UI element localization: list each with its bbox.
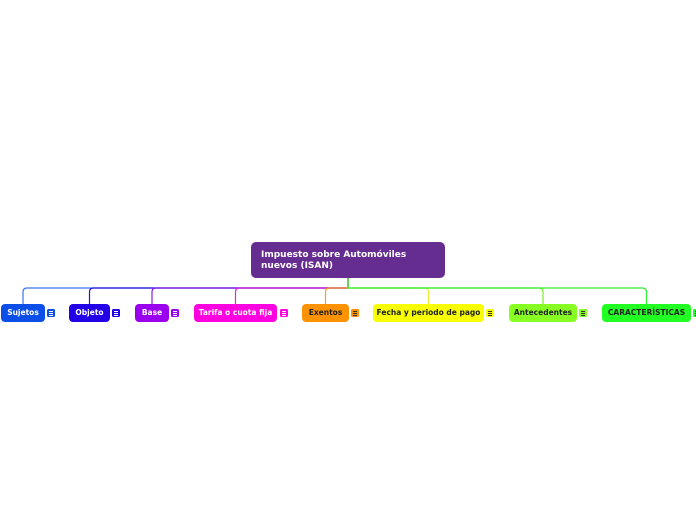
- topic-label: Exentos: [308, 308, 343, 317]
- connector-line: [22, 278, 349, 304]
- topic-tarifa-o-cuota-fija[interactable]: Tarifa o cuota fija: [194, 304, 277, 322]
- connector-line: [151, 278, 349, 304]
- note-icon[interactable]: [112, 309, 120, 317]
- connector-line: [234, 278, 349, 304]
- topic-objeto[interactable]: Objeto: [69, 304, 110, 322]
- connector-line: [324, 278, 349, 304]
- topic-label: CARACTERÍSTICAS: [607, 308, 686, 317]
- central-topic[interactable]: Impuesto sobre Automóviles nuevos (ISAN): [251, 242, 445, 278]
- topic-label: Base: [141, 308, 163, 317]
- connector-line: [88, 278, 349, 304]
- note-icon[interactable]: [280, 309, 288, 317]
- note-icon[interactable]: [486, 309, 494, 317]
- topic-label: Fecha y periodo de pago: [376, 308, 481, 317]
- topic-label: Objeto: [75, 308, 104, 317]
- note-icon[interactable]: [579, 309, 587, 317]
- topic-antecedentes[interactable]: Antecedentes: [509, 304, 577, 322]
- topic-caracteristicas[interactable]: CARACTERÍSTICAS: [602, 304, 691, 322]
- topic-label: Sujetos: [7, 308, 39, 317]
- topic-label: Tarifa o cuota fija: [198, 308, 273, 317]
- topic-exentos[interactable]: Exentos: [302, 304, 349, 322]
- connector-line: [347, 278, 648, 304]
- topic-label: Antecedentes: [513, 308, 573, 317]
- topic-sujetos[interactable]: Sujetos: [1, 304, 45, 322]
- connector-line: [347, 278, 430, 304]
- note-icon[interactable]: [171, 309, 179, 317]
- topic-fecha-y-periodo-de-pago[interactable]: Fecha y periodo de pago: [373, 304, 484, 322]
- note-icon[interactable]: [351, 309, 359, 317]
- central-topic-label: Impuesto sobre Automóviles nuevos (ISAN): [261, 250, 407, 271]
- topic-base[interactable]: Base: [135, 304, 169, 322]
- note-icon[interactable]: [47, 309, 55, 317]
- connector-line: [347, 278, 544, 304]
